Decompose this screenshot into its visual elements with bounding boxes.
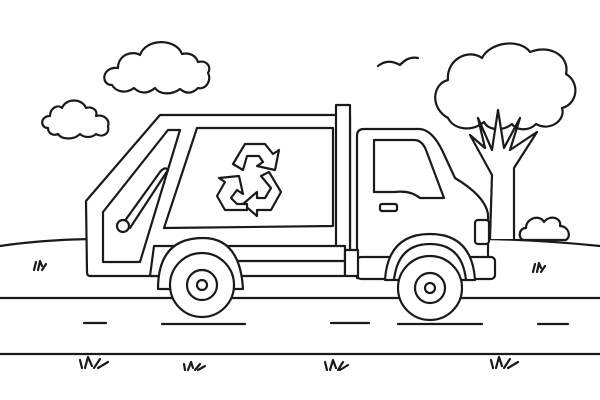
grass-tufts xyxy=(32,259,547,372)
grass-icon xyxy=(78,355,110,370)
tree-icon xyxy=(434,42,577,242)
grass-icon xyxy=(32,259,48,272)
recycle-icon xyxy=(215,142,283,218)
bird-icon xyxy=(376,56,420,68)
grass-icon xyxy=(182,360,207,372)
hill-line xyxy=(0,237,600,248)
grass-icon xyxy=(489,355,520,370)
cloud-small-icon xyxy=(41,99,110,140)
road xyxy=(0,296,600,356)
garbage-truck-icon xyxy=(84,103,497,322)
grass-icon xyxy=(323,358,350,372)
cloud-large-icon xyxy=(103,41,211,95)
grass-icon xyxy=(531,261,547,274)
